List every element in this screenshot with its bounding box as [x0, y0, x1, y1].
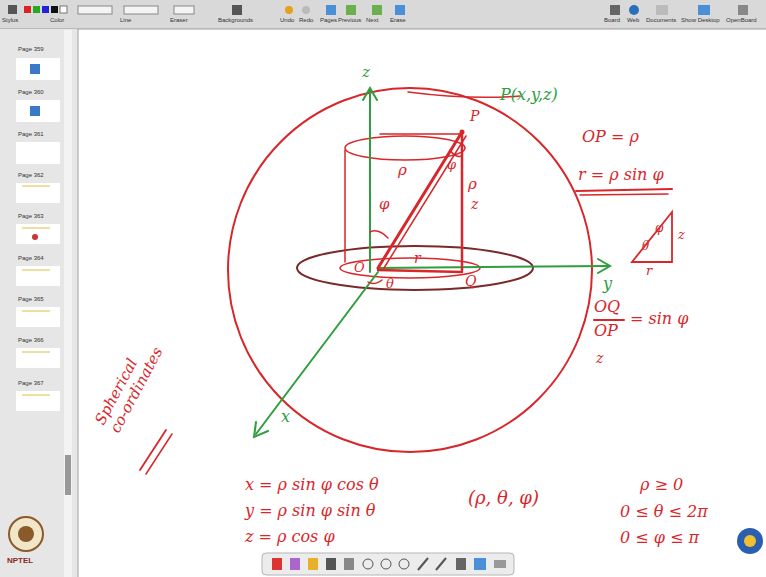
handwritten-note: 0 ≤ θ ≤ 2π: [620, 503, 708, 521]
logo-emblem: [744, 535, 756, 547]
scroll-thumb: [65, 455, 71, 495]
handwritten-note: z: [471, 196, 478, 212]
toolbar-label: Erase: [390, 17, 406, 24]
handwritten-note: O: [354, 261, 365, 276]
handwritten-note: r: [646, 264, 652, 279]
axis-label: x: [281, 408, 290, 426]
handwritten-note: x = ρ sin φ cos θ: [245, 476, 379, 494]
pen-toolbar: [262, 553, 514, 575]
toolbar: [0, 0, 766, 29]
handwritten-note: z: [678, 228, 685, 243]
handwritten-note: ρ: [398, 162, 407, 179]
toolbar-edge: [0, 29, 766, 30]
toolbar-label: OpenBoard: [726, 17, 757, 24]
page-label: Page 367: [18, 380, 44, 387]
handwritten-note: 0 ≤ φ ≤ π: [620, 529, 699, 547]
handwritten-note: φ: [379, 196, 390, 213]
toolbar-label: Previous: [338, 17, 361, 24]
logo-emblem: [18, 526, 34, 542]
page-sidebar: [0, 29, 78, 577]
toolbar-label: Next: [366, 17, 378, 24]
page-thumbnails: [16, 58, 60, 411]
handwritten-note: (ρ, θ, φ): [468, 488, 539, 509]
toolbar-label: Eraser: [170, 17, 188, 24]
toolbar-label: Color: [50, 17, 64, 24]
toolbar-label: Line: [120, 17, 131, 24]
handwritten-note: = sin φ: [630, 310, 688, 328]
axis-label: z: [362, 64, 370, 81]
page-label: Page 364: [18, 255, 44, 262]
handwritten-note: θ: [386, 277, 394, 292]
page-label: Page 361: [18, 131, 44, 138]
handwritten-note: OP: [594, 322, 618, 340]
page-label: Page 365: [18, 296, 44, 303]
handwritten-note: OP = ρ: [582, 128, 639, 146]
handwritten-note: z: [596, 350, 603, 366]
axis-label: y: [603, 275, 612, 293]
toolbar-label: Show Desktop: [681, 17, 720, 24]
sidebar-edge: [78, 29, 79, 577]
page-label: Page 359: [18, 46, 44, 53]
toolbar-label: Undo: [280, 17, 294, 24]
handwritten-note: OQ: [594, 298, 620, 316]
logo-emblem: [9, 517, 43, 551]
page-label: Page 366: [18, 337, 44, 344]
page-label: Page 363: [18, 213, 44, 220]
page-label: Page 360: [18, 89, 44, 96]
toolbar-label: Backgrounds: [218, 17, 253, 24]
handwritten-note: z = ρ cos φ: [245, 528, 335, 546]
handwritten-note: Q: [465, 273, 476, 289]
toolbar-icons: [8, 5, 748, 15]
toolbar-label: Web: [627, 17, 639, 24]
handwritten-note: φ: [655, 222, 663, 236]
page-label: Page 362: [18, 172, 44, 179]
toolbar-label: Stylus: [2, 17, 18, 24]
logo-emblem: [737, 528, 763, 554]
toolbar-label: Board: [604, 17, 620, 24]
sphere-figure: [140, 88, 672, 474]
handwritten-note: P: [470, 108, 479, 124]
handwritten-note: φ: [447, 158, 456, 173]
handwritten-note: r = ρ sin φ: [578, 166, 664, 184]
toolbar-label: Pages: [320, 17, 337, 24]
handwritten-note: r: [414, 250, 421, 266]
toolbar-label: Redo: [299, 17, 313, 24]
handwritten-note: y = ρ sin φ sin θ: [245, 502, 375, 520]
scrollbar: [64, 30, 72, 577]
logo-text: NPTEL: [7, 556, 33, 565]
handwritten-note: ρ: [468, 176, 477, 193]
handwritten-note: Spherical co-ordinates: [92, 335, 168, 436]
handwritten-note: θ: [642, 240, 649, 254]
handwritten-note: ρ ≥ 0: [640, 476, 683, 494]
axis-label: P(x,y,z): [500, 86, 558, 104]
toolbar-label: Documents: [646, 17, 676, 24]
